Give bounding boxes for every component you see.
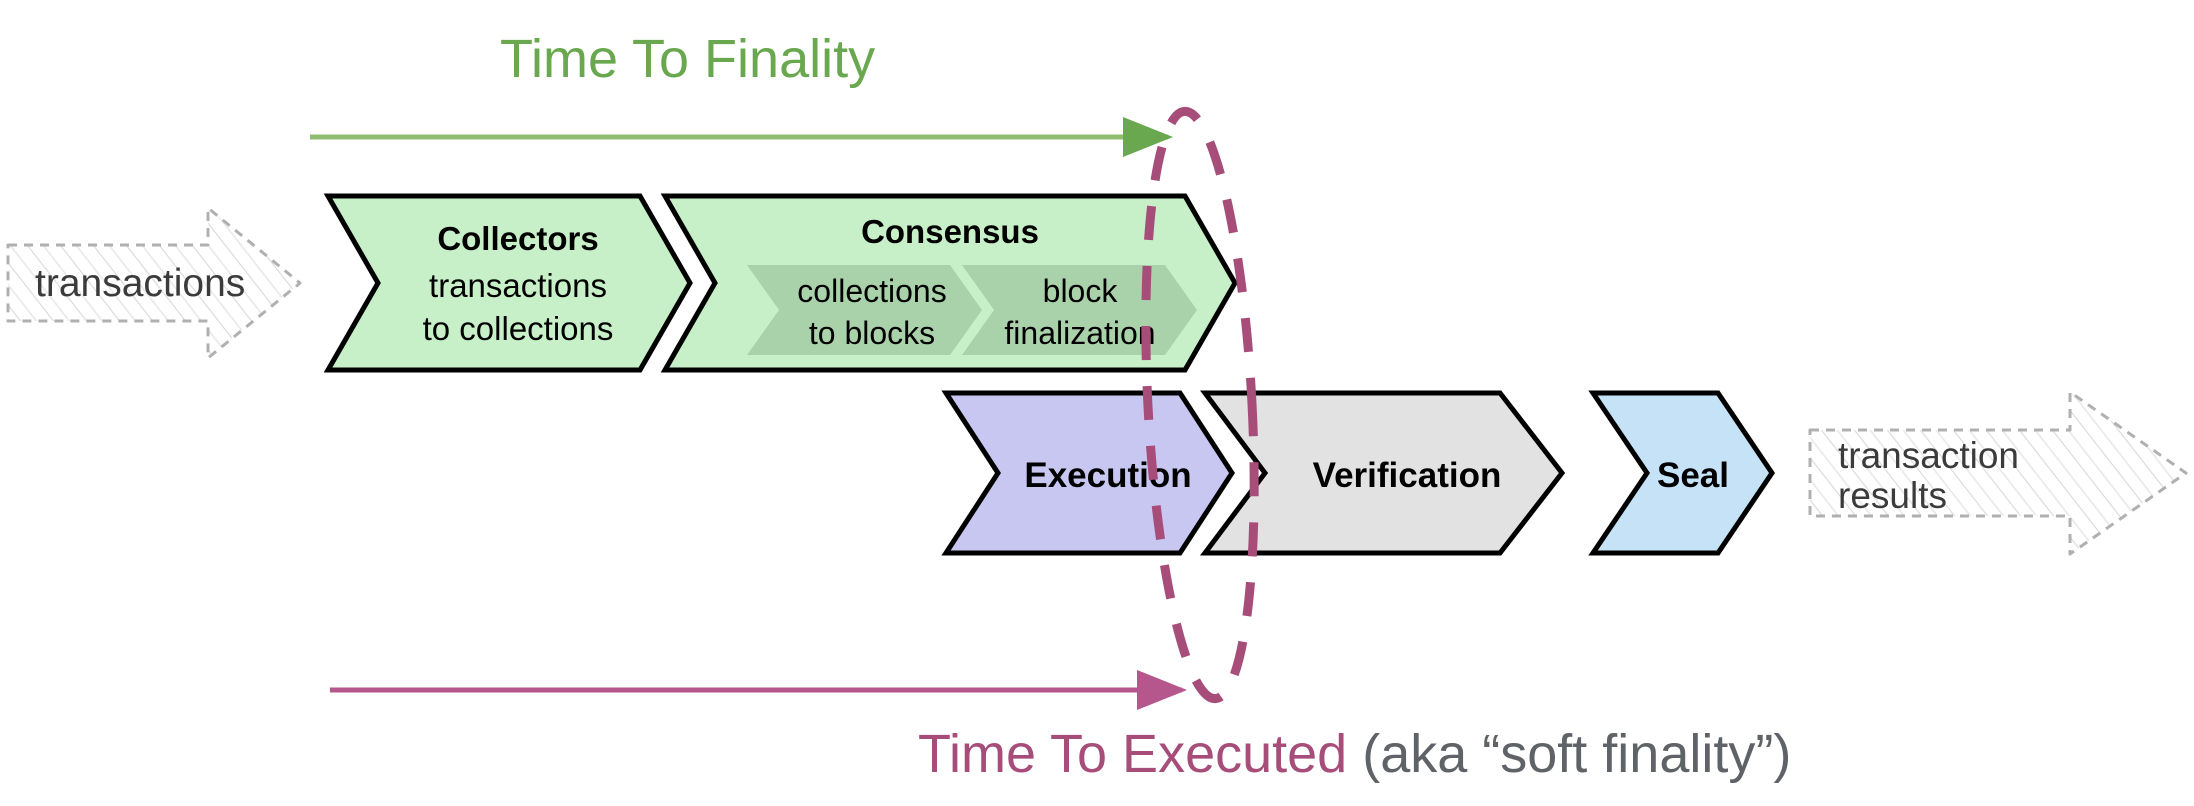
transactions-input-label: transactions	[35, 262, 245, 305]
transaction-results-output-arrow: transaction results	[1808, 390, 2188, 556]
time-to-executed-title: Time To Executed (aka “soft finality”)	[918, 724, 1791, 784]
block-finalization-line2: finalization	[1004, 315, 1155, 351]
consensus-step-block-finalization[interactable]: block finalization	[962, 265, 1197, 355]
finality-boundary-ellipse	[1141, 106, 1259, 704]
transaction-results-label-line1: transaction	[1838, 435, 2019, 476]
time-to-finality-title: Time To Finality	[500, 29, 875, 89]
consensus-stage[interactable]: Consensus collections to blocks block fi…	[660, 193, 1238, 373]
consensus-step-collections-to-blocks[interactable]: collections to blocks	[747, 265, 982, 355]
seal-stage[interactable]: Seal	[1588, 390, 1776, 556]
collectors-title: Collectors	[437, 220, 598, 257]
collectors-subtitle-line1: transactions	[429, 267, 607, 304]
transactions-input-arrow: transactions	[6, 206, 302, 360]
verification-stage[interactable]: Verification	[1200, 390, 1566, 556]
collectors-subtitle-line2: to collections	[423, 310, 614, 347]
execution-stage[interactable]: Execution	[941, 390, 1235, 556]
transaction-results-label-line2: results	[1838, 475, 1947, 516]
time-to-executed-primary: Time To Executed	[918, 724, 1347, 784]
verification-title: Verification	[1313, 456, 1502, 495]
time-to-executed-secondary: (aka “soft finality”)	[1362, 724, 1791, 784]
block-finalization-line1: block	[1043, 273, 1119, 309]
collections-to-blocks-line1: collections	[797, 273, 946, 309]
execution-title: Execution	[1024, 456, 1191, 495]
collectors-stage[interactable]: Collectors transactions to collections	[323, 193, 693, 373]
collections-to-blocks-line2: to blocks	[809, 315, 935, 351]
consensus-title: Consensus	[861, 213, 1039, 250]
seal-title: Seal	[1657, 456, 1729, 495]
